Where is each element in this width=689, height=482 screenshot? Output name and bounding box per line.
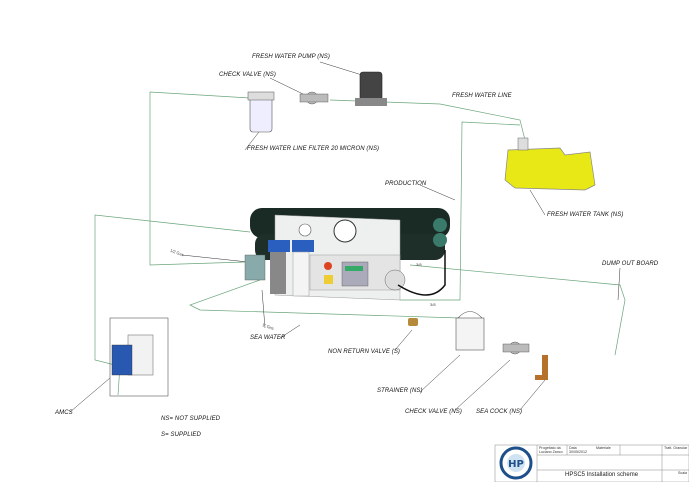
label-dump-out-board: DUMP OUT BOARD	[602, 261, 659, 267]
label-production: PRODUCTION	[385, 181, 427, 187]
tb-material-label: Materiale	[596, 446, 611, 450]
fitting-38-b: 3/8	[430, 302, 436, 307]
title-block	[494, 444, 689, 482]
leader-lines	[69, 61, 621, 413]
svg-text:HP: HP	[508, 459, 524, 470]
label-fresh-water-pump: FRESH WATER PUMP (NS)	[252, 54, 330, 60]
fresh-water-filter	[249, 95, 273, 133]
label-amcs: AMCS	[55, 410, 73, 416]
tb-date-label: Data	[569, 446, 577, 450]
label-fresh-water-line: FRESH WATER LINE	[452, 93, 512, 99]
fitting-38-a: 3/8	[416, 262, 422, 267]
label-check-valve-top: CHECK VALVE (NS)	[219, 72, 276, 78]
label-check-valve-bottom: CHECK VALVE (NS)	[405, 409, 462, 415]
label-sea-cock: SEA COCK (NS)	[476, 409, 523, 415]
tb-designed-label: Progettato da	[539, 446, 561, 450]
sea-cock	[535, 355, 548, 380]
drawing-title: HPSC5 Installation scheme	[565, 472, 639, 478]
non-return-valve	[408, 318, 418, 326]
label-non-return-valve: NON RETURN VALVE (S)	[328, 349, 401, 355]
tb-treatment-label: Tratt. Granular	[664, 446, 688, 450]
label-fresh-water-tank: FRESH WATER TANK (NS)	[547, 212, 624, 218]
watermaker-unit	[244, 208, 450, 301]
tb-date: 30/05/2012	[569, 450, 587, 454]
legend-not-supplied: NS= NOT SUPPLIED	[161, 416, 221, 422]
fresh-water-tank	[504, 147, 596, 191]
tb-scale-label: Scala	[678, 471, 687, 475]
label-strainer: STRAINER (NS)	[377, 388, 423, 394]
strainer	[455, 317, 485, 351]
label-filter: FRESH WATER LINE FILTER 20 MICRON (NS)	[247, 146, 380, 152]
legend-supplied: S= SUPPLIED	[161, 432, 201, 438]
tb-designed-by: Luciano Zanco	[539, 450, 563, 454]
amcs-panel	[109, 317, 169, 397]
label-sea-water: SEA WATER	[250, 335, 286, 341]
